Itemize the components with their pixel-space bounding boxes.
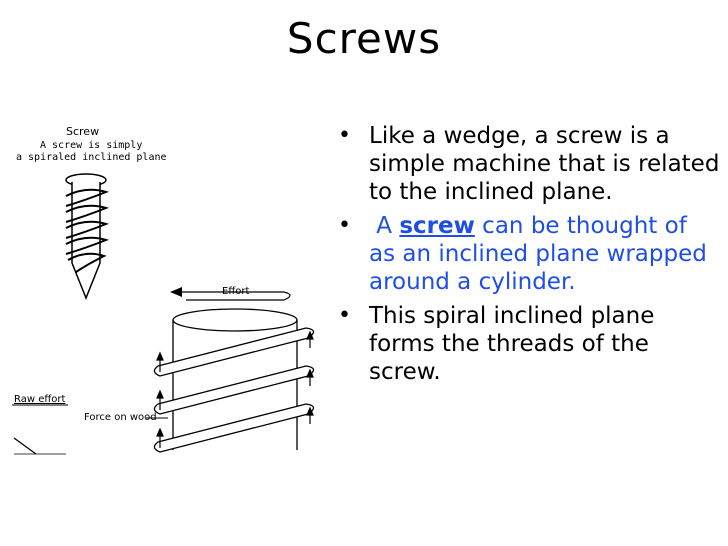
bullet-text: Like a wedge, a screw is a simple machin… bbox=[369, 123, 720, 205]
raw-effort-label: Raw effort bbox=[14, 394, 66, 405]
screw-link[interactable]: screw bbox=[399, 213, 475, 239]
force-on-wood-label: Force on wood bbox=[84, 412, 157, 423]
screw-caption-line-1: A screw is simply bbox=[40, 140, 143, 151]
bullet-item: • A screw can be thought of as an inclin… bbox=[335, 212, 720, 296]
effort-arrow bbox=[170, 287, 291, 301]
slide-title: Screws bbox=[286, 14, 442, 63]
screw-illustration bbox=[65, 173, 110, 301]
cylinder-illustration bbox=[153, 308, 315, 453]
bullet-dot: • bbox=[338, 123, 351, 148]
raw-effort-line bbox=[12, 404, 68, 406]
bullet-list: • Like a wedge, a screw is a simple mach… bbox=[335, 122, 720, 392]
bullet-text: This spiral inclined plane forms the thr… bbox=[369, 303, 655, 385]
lever-sketch bbox=[13, 437, 66, 455]
bullet-dot: • bbox=[338, 213, 351, 238]
screw-figure-title: Screw bbox=[66, 125, 100, 138]
screw-caption-line-2: a spiraled inclined plane bbox=[16, 152, 167, 163]
bullet-text-before: A bbox=[369, 213, 400, 239]
force-pointer-line bbox=[146, 417, 168, 419]
bullet-text-after: can be thought of as an inclined plane w… bbox=[369, 213, 707, 295]
bullet-item: • Like a wedge, a screw is a simple mach… bbox=[335, 122, 720, 206]
bullet-dot: • bbox=[338, 303, 351, 328]
bullet-item: • This spiral inclined plane forms the t… bbox=[335, 302, 720, 386]
